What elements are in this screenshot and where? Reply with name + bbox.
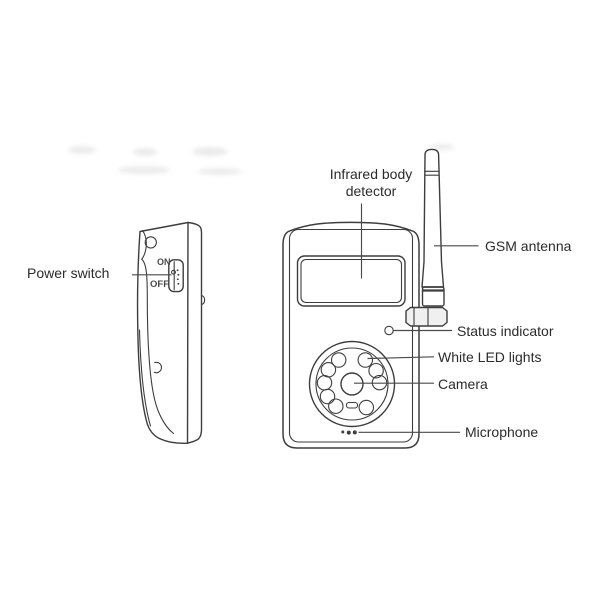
antenna-whip [421, 148, 445, 288]
infrared-window-inner [300, 258, 403, 304]
side-view-device [136, 221, 206, 445]
white-led [330, 352, 347, 368]
mic-dot [346, 430, 351, 435]
leader-lines [132, 203, 479, 433]
infrared-window [296, 255, 406, 307]
power-switch-label: Power switch [27, 265, 110, 281]
mic-dot [341, 430, 345, 434]
switch-grip-dot [177, 282, 180, 285]
side-body-outline [136, 221, 189, 445]
switch-off-label: OFF [150, 279, 169, 290]
watermark-smudge [118, 166, 170, 174]
status-indicator-label: Status indicator [457, 323, 554, 339]
switch-grip-dot [176, 278, 179, 281]
white-led [371, 374, 388, 391]
white-led [368, 362, 384, 379]
camera-module-outer-ring [308, 340, 396, 428]
power-switch-body [168, 259, 184, 293]
white-led [316, 375, 333, 391]
watermark-smudge [68, 146, 96, 154]
gsm-antenna-label: GSM antenna [485, 238, 572, 254]
switch-grip-dot [176, 269, 179, 272]
microphone-holes [341, 430, 357, 435]
side-lower-bump [153, 361, 162, 374]
side-front-band [186, 221, 203, 444]
white-led [319, 388, 336, 405]
infrared-detector-label: Infrared body detector [318, 166, 424, 200]
front-face-bezel [288, 228, 414, 443]
front-body-outline [282, 221, 420, 449]
infrared-detector-label-line1: Infrared body [329, 166, 413, 182]
side-shell-seam [138, 329, 152, 427]
white-led [358, 399, 375, 416]
power-switch-control [168, 259, 184, 293]
led-ring [316, 352, 388, 416]
watermark-smudge [198, 168, 242, 175]
white-led-leader [367, 356, 435, 360]
belt-clip-edge [141, 258, 175, 435]
gsm-antenna-drawing [405, 148, 448, 327]
mic-dot [352, 430, 357, 435]
switch-on-label: ON [157, 257, 171, 267]
camera-module [308, 340, 396, 428]
switch-grip-dot [177, 273, 180, 276]
watermark-smudge [192, 147, 228, 156]
antenna-nut [405, 306, 448, 327]
belt-clip-hook [141, 230, 147, 260]
camera-label: Camera [438, 376, 488, 392]
antenna-barrel [421, 286, 445, 307]
camera-lens [340, 372, 364, 396]
infrared-window-outer [296, 255, 406, 307]
infrared-detector-label-line2: detector [345, 183, 397, 199]
white-led-lights-label: White LED lights [438, 349, 542, 365]
front-view-device [282, 148, 448, 449]
white-led [357, 352, 374, 368]
clip-screw-circle [144, 236, 157, 249]
watermark-smudge [133, 148, 157, 156]
camera-module-inner-ring [315, 347, 389, 421]
side-button-bump [200, 294, 206, 306]
status-led [384, 325, 394, 336]
white-led [328, 398, 344, 414]
white-led [320, 362, 337, 378]
light-sensor-slot [345, 401, 359, 409]
watermark-smudge [430, 144, 454, 150]
power-switch-slider [171, 269, 176, 275]
microphone-label: Microphone [465, 424, 539, 440]
